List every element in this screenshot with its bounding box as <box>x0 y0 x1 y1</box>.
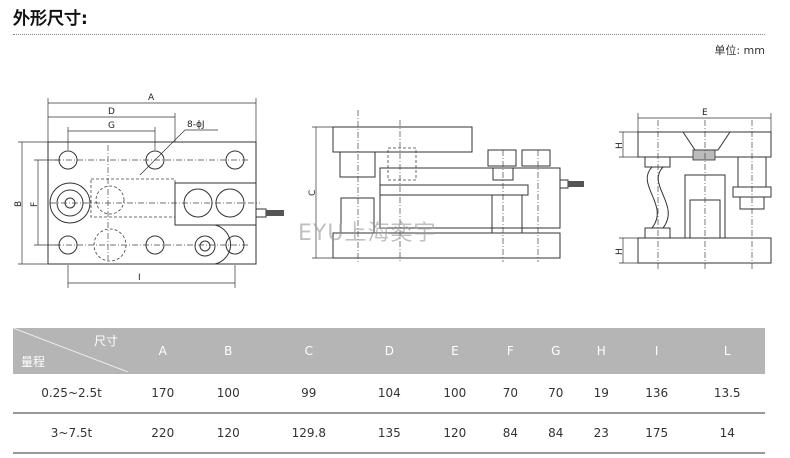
table-cell: 70 <box>533 374 579 414</box>
table-row: 3~7.5t 220 120 129.8 135 120 84 84 23 17… <box>13 413 765 454</box>
dim-label-h-top: H <box>615 142 625 149</box>
table-cell: 175 <box>623 413 690 454</box>
corner-dimension-label: 尺寸 <box>93 334 118 348</box>
column-header: H <box>578 328 624 374</box>
table-cell: 70 <box>487 374 534 414</box>
dim-label-hole: 8-ϕJ <box>187 120 205 130</box>
divider <box>13 34 765 35</box>
table-cell: 14 <box>689 413 765 454</box>
dim-label-g: G <box>108 121 115 131</box>
dim-label-i: I <box>138 273 141 283</box>
table-cell: 99 <box>261 374 357 414</box>
table-cell: 170 <box>130 374 196 414</box>
table-cell: 135 <box>356 413 423 454</box>
table-cell: 120 <box>195 413 261 454</box>
dim-label-h-bottom: H <box>615 248 625 255</box>
column-header: G <box>533 328 579 374</box>
column-header: B <box>195 328 261 374</box>
dim-label-c: C <box>308 190 318 196</box>
column-header: C <box>261 328 357 374</box>
dimension-table: 尺寸 量程 A B C D E F G H I L 0.25~2.5t 170 … <box>13 328 765 454</box>
column-header: F <box>487 328 534 374</box>
column-header: I <box>623 328 690 374</box>
table-cell: 120 <box>422 413 488 454</box>
table-cell: 100 <box>422 374 488 414</box>
table-cell: 84 <box>487 413 534 454</box>
top-view-drawing: A D G 8-ϕJ B F I <box>14 93 284 288</box>
unit-label: 单位: mm <box>714 44 765 57</box>
table-cell: 104 <box>356 374 423 414</box>
table-cell: 84 <box>533 413 579 454</box>
table-cell: 13.5 <box>689 374 765 414</box>
column-header: E <box>422 328 488 374</box>
table-cell: 129.8 <box>261 413 357 454</box>
dim-label-f: F <box>30 202 40 207</box>
dim-label-e: E <box>702 108 708 118</box>
dim-label-d: D <box>108 107 115 117</box>
end-view-drawing: E H H <box>615 108 772 270</box>
table-cell: 23 <box>578 413 624 454</box>
corner-header: 尺寸 量程 <box>13 328 130 374</box>
table-header-row: 尺寸 量程 A B C D E F G H I L <box>13 328 765 374</box>
dim-label-b: B <box>14 201 24 207</box>
column-header: D <box>356 328 423 374</box>
range-cell: 3~7.5t <box>13 413 130 454</box>
dim-label-a: A <box>148 93 155 103</box>
table-cell: 136 <box>623 374 690 414</box>
dimension-drawings: A D G 8-ϕJ B F I <box>14 93 772 288</box>
section-title: 外形尺寸: <box>13 9 88 29</box>
column-header: L <box>689 328 765 374</box>
column-header: A <box>130 328 196 374</box>
table-cell: 19 <box>578 374 624 414</box>
side-view-drawing: C EYU上海奕宇 <box>298 110 584 262</box>
range-cell: 0.25~2.5t <box>13 374 130 414</box>
watermark: EYU上海奕宇 <box>298 221 436 246</box>
corner-range-label: 量程 <box>21 355 46 369</box>
table-row: 0.25~2.5t 170 100 99 104 100 70 70 19 13… <box>13 374 765 414</box>
table-cell: 100 <box>195 374 261 414</box>
table-cell: 220 <box>130 413 196 454</box>
